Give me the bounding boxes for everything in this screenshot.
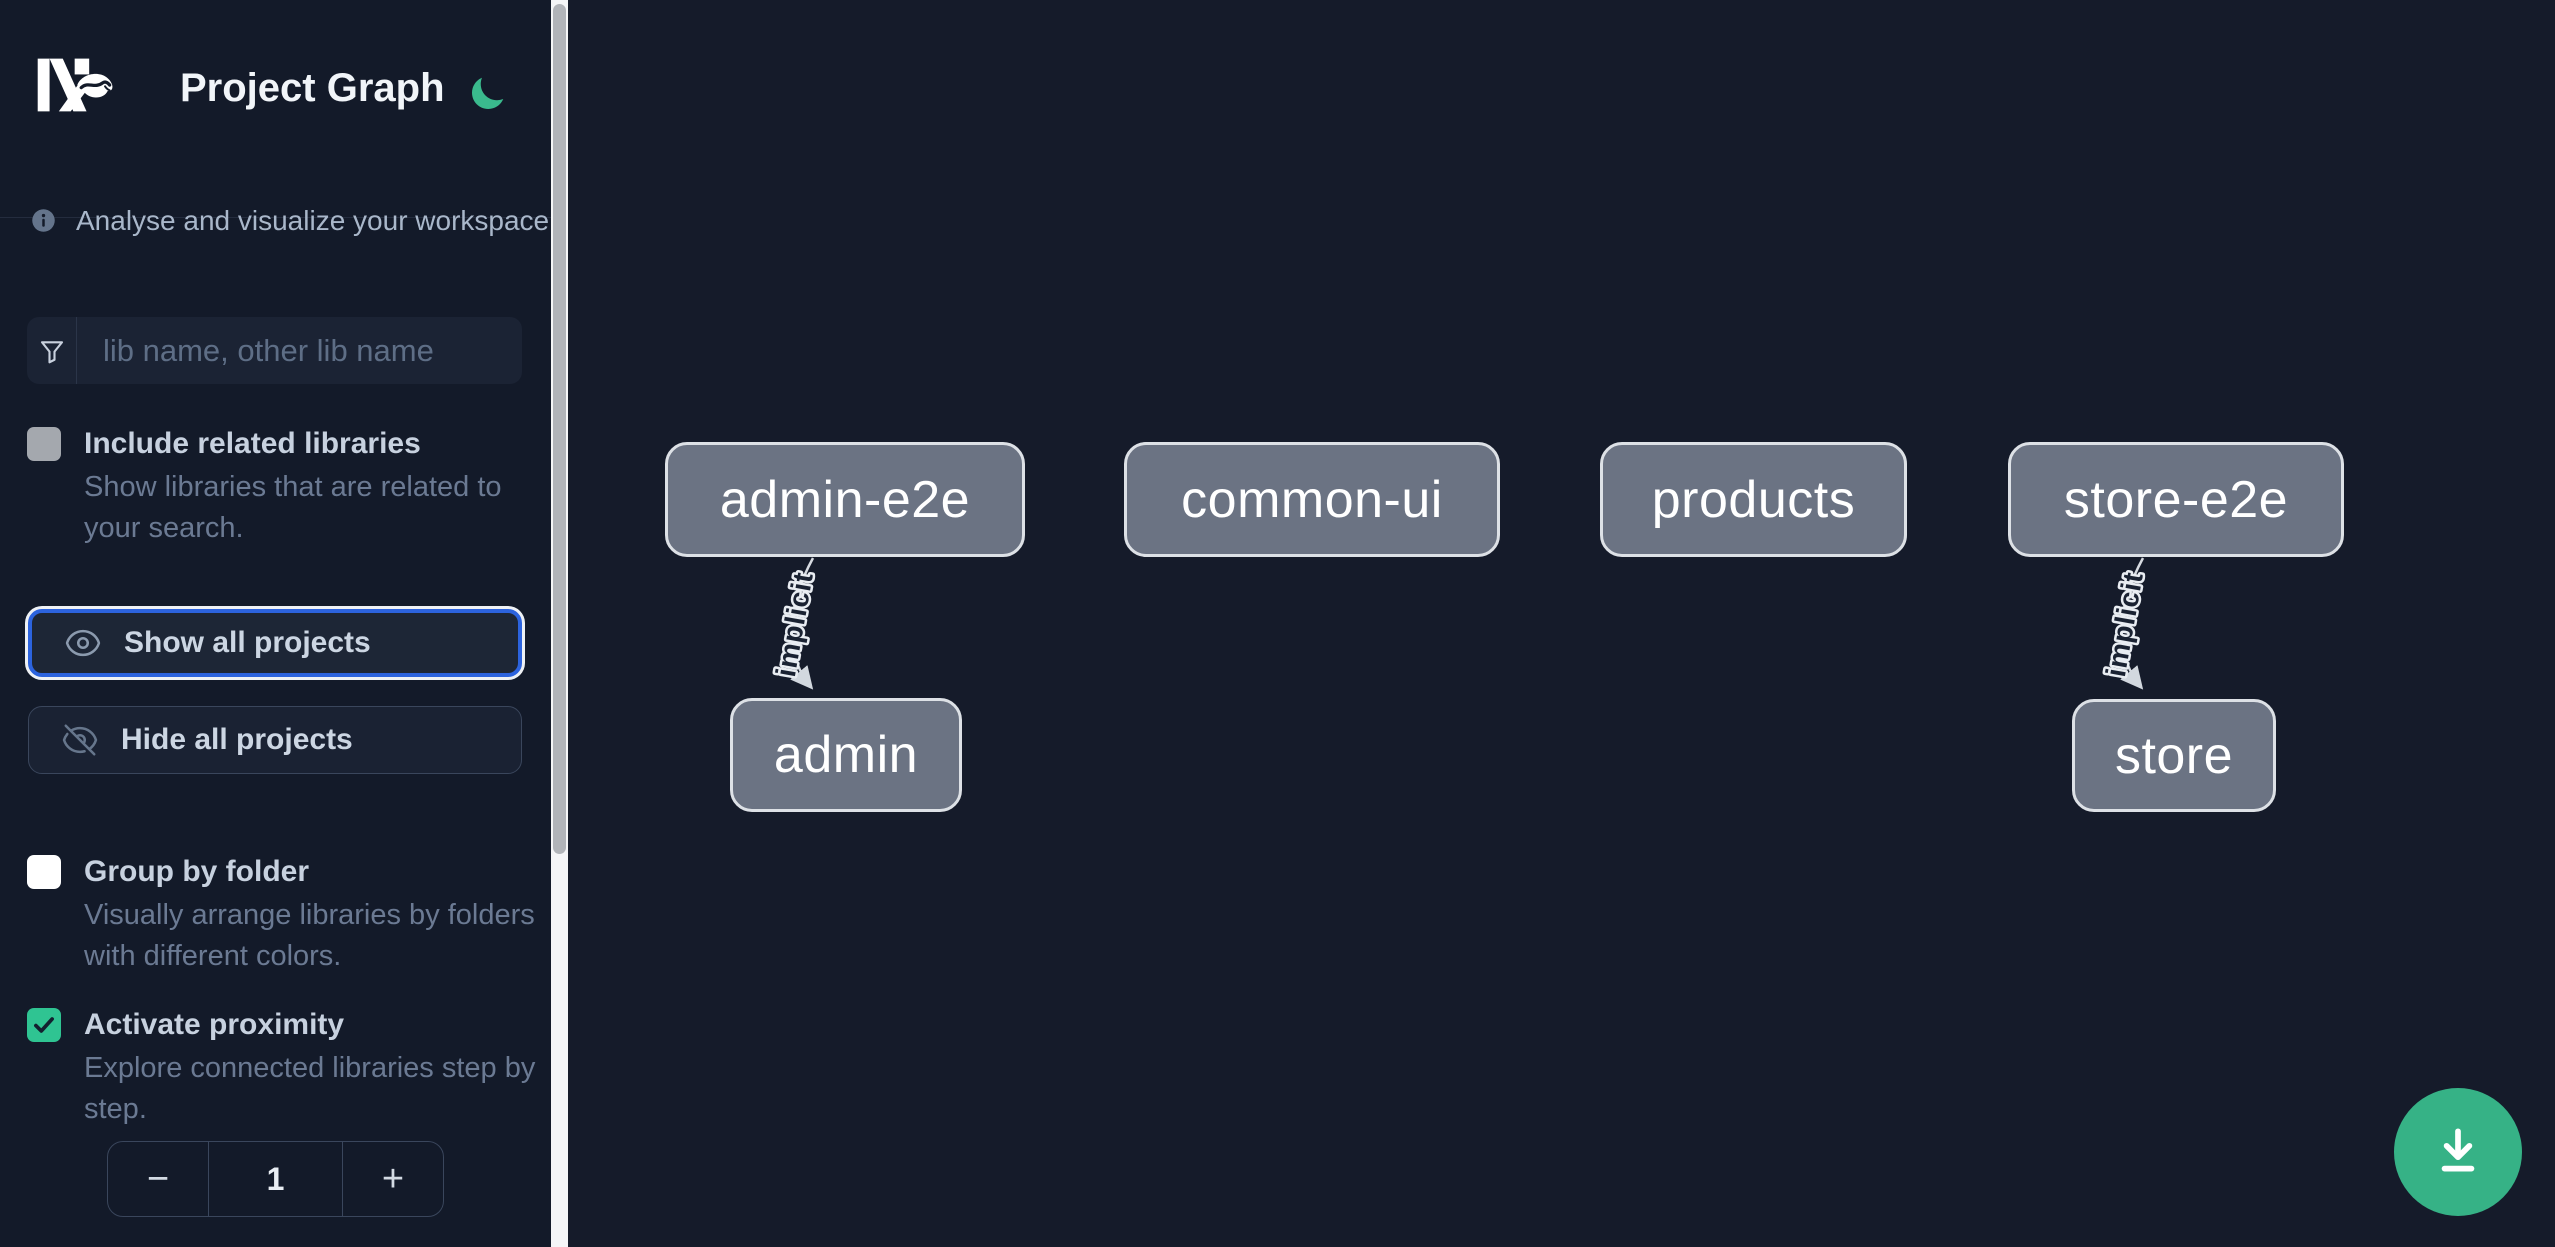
edge-store-e2e-store (2120, 557, 2145, 690)
option-group-by-folder: Group by folder Visually arrange librari… (27, 851, 535, 981)
download-fab-button[interactable] (2394, 1088, 2522, 1216)
page-title: Project Graph (180, 66, 445, 110)
include-related-checkbox[interactable] (27, 427, 61, 461)
include-related-description: Show libraries that are related to your … (84, 471, 502, 544)
graph-node-common-ui[interactable]: common-ui (1124, 442, 1500, 557)
info-text: Analyse and visualize your workspace. (76, 205, 557, 236)
option-include-related: Include related libraries Show libraries… (27, 423, 527, 553)
show-all-projects-button[interactable]: Show all projects (28, 609, 522, 677)
edge-admin-e2e-admin (790, 557, 815, 690)
moon-icon (467, 77, 507, 117)
theme-toggle-button[interactable] (466, 74, 508, 116)
show-all-projects-label: Show all projects (124, 626, 371, 659)
scrollbar-thumb[interactable] (553, 4, 566, 854)
search-input[interactable] (77, 317, 522, 384)
graph-node-admin[interactable]: admin (730, 698, 962, 812)
increment-button[interactable]: + (343, 1142, 443, 1216)
activate-proximity-description: Explore connected libraries step by step… (84, 1052, 536, 1125)
eye-slash-icon (61, 721, 99, 759)
check-icon (34, 1017, 54, 1033)
search-box (27, 317, 522, 384)
proximity-stepper: − 1 + (107, 1141, 444, 1217)
nx-logo (37, 58, 113, 112)
sidebar-header: Project Graph (0, 0, 551, 218)
eye-icon (64, 624, 102, 662)
stepper-value[interactable]: 1 (208, 1142, 343, 1216)
decrement-button[interactable]: − (108, 1142, 208, 1216)
hide-all-projects-button[interactable]: Hide all projects (28, 706, 522, 774)
edge-label-implicit: implicit (2100, 569, 2149, 679)
graph-node-store[interactable]: store (2072, 699, 2276, 812)
group-by-folder-label[interactable]: Group by folder (84, 855, 309, 888)
include-related-label[interactable]: Include related libraries (84, 427, 421, 460)
activate-proximity-checkbox[interactable] (27, 1008, 61, 1042)
group-by-folder-description: Visually arrange libraries by folders wi… (84, 899, 535, 972)
option-activate-proximity: Activate proximity Explore connected lib… (27, 1004, 535, 1134)
activate-proximity-label[interactable]: Activate proximity (84, 1008, 345, 1041)
graph-node-store-e2e[interactable]: store-e2e (2008, 442, 2344, 557)
download-icon (2429, 1122, 2487, 1183)
info-icon (30, 207, 57, 234)
group-by-folder-checkbox[interactable] (27, 855, 61, 889)
graph-node-products[interactable]: products (1600, 442, 1907, 557)
hide-all-projects-label: Hide all projects (121, 723, 353, 756)
edge-label-implicit: implicit (770, 569, 819, 679)
graph-node-admin-e2e[interactable]: admin-e2e (665, 442, 1025, 557)
filter-icon (27, 317, 77, 384)
sidebar-scrollbar[interactable] (551, 0, 568, 1247)
sidebar: Project Graph Analyse and visualize your… (0, 0, 557, 1247)
